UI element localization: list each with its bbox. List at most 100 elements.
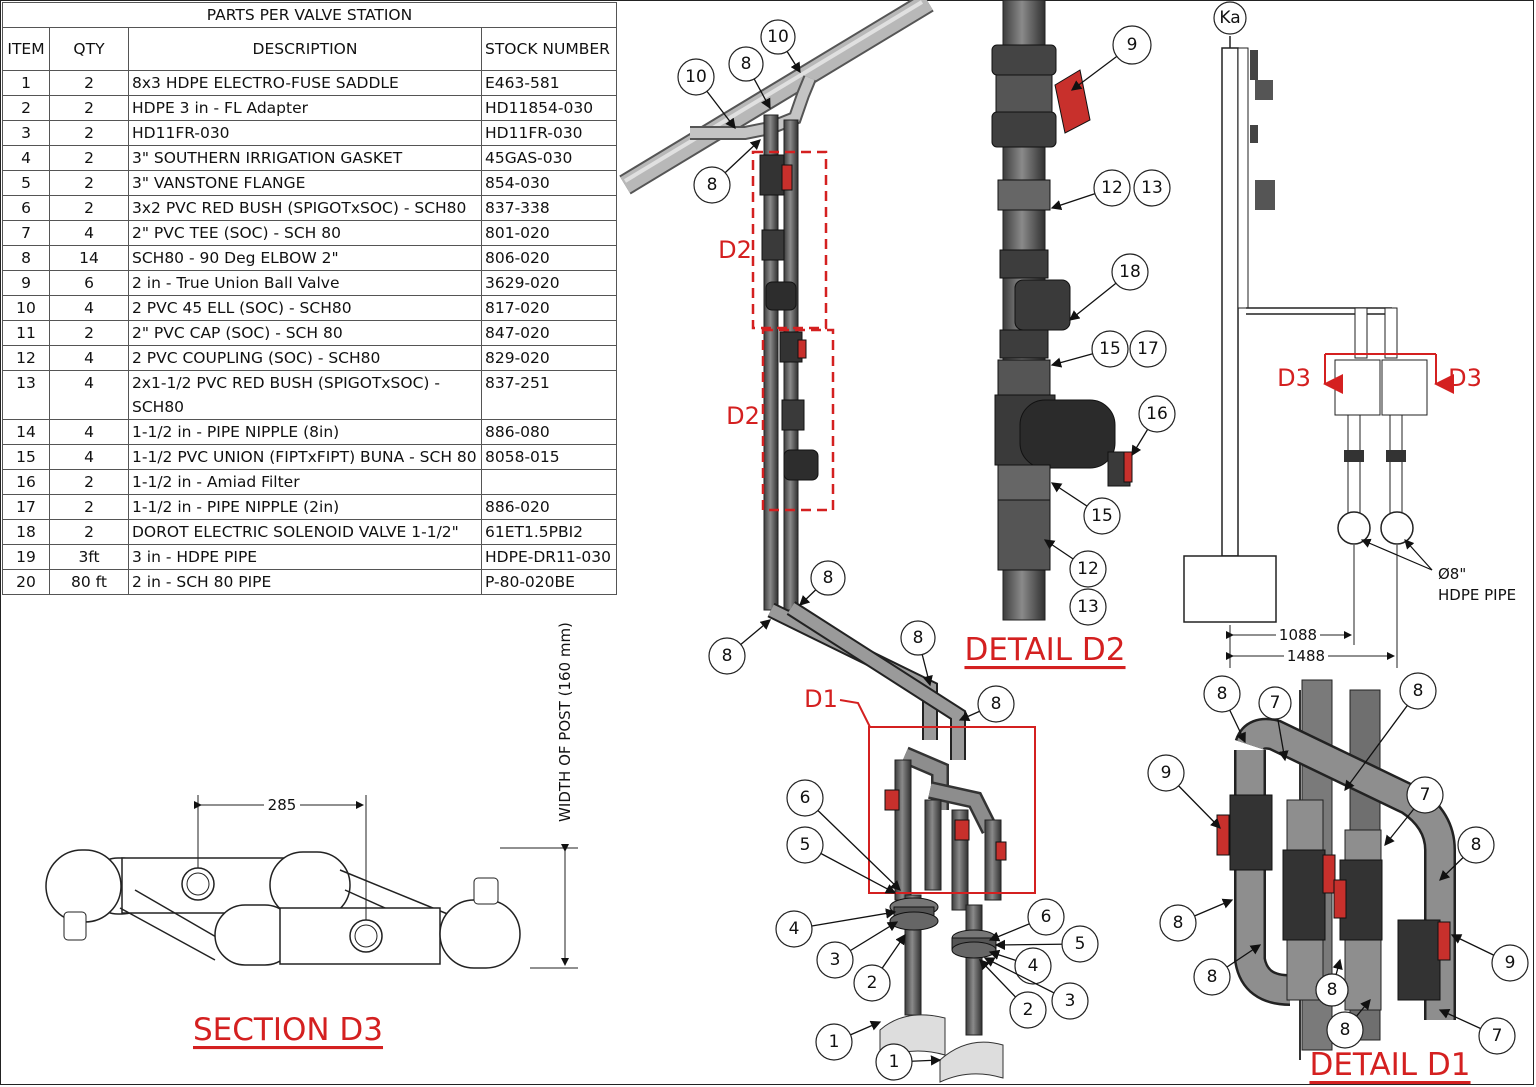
- cell-item: 9: [2, 270, 50, 296]
- detail-d1-view: DETAIL D1 8789788987878: [1147, 672, 1529, 1083]
- cell-qty: 4: [49, 295, 129, 321]
- cell-description: HDPE 3 in - FL Adapter: [128, 95, 482, 121]
- balloon-callout: 15: [1050, 330, 1129, 368]
- balloon-number: 7: [1492, 1026, 1503, 1046]
- balloon-callout: 3: [983, 957, 1089, 1020]
- balloon-callout: 4: [775, 908, 897, 948]
- balloon-number: 16: [1146, 404, 1168, 424]
- balloon-circle: [1159, 904, 1197, 942]
- d3-label-left: D3: [1277, 364, 1311, 392]
- cell-stock-number: 3629-020: [481, 270, 617, 296]
- balloon-circle: [1457, 826, 1495, 864]
- balloon-callout: 2: [979, 959, 1047, 1029]
- balloon-callout: 17: [1129, 330, 1167, 368]
- cell-qty: 2: [49, 170, 129, 196]
- balloon-number: 12: [1101, 178, 1123, 198]
- parts-table: PARTS PER VALVE STATION ITEM QTY DESCRIP…: [2, 2, 617, 595]
- cell-stock-number: 886-020: [481, 494, 617, 520]
- balloon-circle: [1083, 497, 1121, 535]
- balloon-callout: 7: [1258, 686, 1292, 762]
- balloon-number: 18: [1119, 262, 1141, 282]
- pipe-type-label: HDPE PIPE: [1438, 586, 1516, 604]
- balloon-circle: [728, 46, 764, 82]
- balloon-callout: 13: [1133, 169, 1171, 207]
- cell-qty: 2: [49, 95, 129, 121]
- balloon-circle: [693, 166, 731, 204]
- balloon-callout: 10: [760, 19, 801, 74]
- balloon-number: 8: [1413, 681, 1424, 701]
- balloon-number: 1: [889, 1052, 900, 1072]
- balloon-callout: 8: [799, 560, 846, 606]
- dim-1488: 1488: [1287, 647, 1325, 665]
- cell-stock-number: 886-080: [481, 419, 617, 445]
- balloon-leader: [804, 797, 901, 891]
- balloon-circle: [677, 58, 715, 96]
- balloon-callout: 8: [1203, 675, 1246, 744]
- balloon-circle: [708, 637, 746, 675]
- valve-stack-upper: [759, 154, 797, 311]
- balloon-circle: [1069, 588, 1107, 626]
- balloon-circle: [875, 1043, 913, 1081]
- d1-callout-box: [868, 726, 1036, 894]
- cell-qty: 2: [49, 494, 129, 520]
- cell-description: 3 in - HDPE PIPE: [128, 544, 482, 570]
- ka-label: Ka: [1219, 8, 1240, 28]
- d2-solenoid-valve: [1014, 279, 1071, 331]
- balloon-circle: [900, 620, 936, 656]
- balloon-number: 13: [1141, 178, 1163, 198]
- balloon-callout: 10: [677, 58, 736, 130]
- balloon-number: 10: [685, 67, 707, 87]
- balloon-number: 8: [741, 54, 752, 74]
- balloon-number: 12: [1077, 559, 1099, 579]
- balloon-circle: [1069, 550, 1107, 588]
- cell-qty: 2: [49, 70, 129, 96]
- balloon-callout: 18: [1068, 253, 1149, 321]
- branch-pipework: [690, 75, 966, 760]
- balloon-callout: 12: [1043, 539, 1107, 588]
- detail-d1-balloons: 8789788987878: [1147, 672, 1529, 1055]
- balloon-number: 8: [1207, 967, 1218, 987]
- balloon-number: 4: [1028, 956, 1039, 976]
- balloon-number: 17: [1137, 339, 1159, 359]
- balloon-circle: [1315, 973, 1349, 1007]
- d2-ball-valve: [991, 44, 1091, 148]
- balloon-number: 2: [1023, 1000, 1034, 1020]
- balloon-circle: [815, 1023, 853, 1061]
- balloon-number: 3: [830, 950, 841, 970]
- balloon-callout: 15: [1050, 482, 1121, 535]
- cell-description: 1-1/2 in - Amiad Filter: [128, 469, 482, 495]
- balloon-number: 5: [1075, 934, 1086, 954]
- balloon-number: 8: [707, 175, 718, 195]
- balloon-callout: 16: [1131, 395, 1176, 457]
- lower-risers: [879, 894, 1004, 1083]
- balloon-number: 15: [1099, 339, 1121, 359]
- balloon-number: 2: [867, 973, 878, 993]
- balloon-callout: 6: [988, 898, 1065, 942]
- post-base: [1183, 555, 1277, 623]
- balloon-callout: 13: [1069, 588, 1107, 626]
- cell-stock-number: [481, 469, 617, 495]
- cell-item: 8: [2, 245, 50, 271]
- cell-stock-number: 8058-015: [481, 444, 617, 470]
- cell-stock-number: 45GAS-030: [481, 145, 617, 171]
- detail-d2-balloons: 9 12 13 18 15 17 16 15 12 13: [1043, 25, 1176, 626]
- balloon-number: 8: [823, 568, 834, 588]
- cell-qty: 4: [49, 419, 129, 445]
- cell-description: 1-1/2 PVC UNION (FIPTxFIPT) BUNA - SCH 8…: [128, 444, 482, 470]
- balloon-callout: 9: [1147, 754, 1221, 829]
- balloon-circle: [1478, 1017, 1516, 1055]
- balloon-callout: 8: [1159, 898, 1234, 942]
- balloon-callout: 8: [693, 139, 761, 204]
- balloon-circle: [1091, 330, 1129, 368]
- balloon-number: 13: [1077, 597, 1099, 617]
- balloon-number: 9: [1127, 35, 1138, 55]
- balloon-circle: [1326, 1011, 1364, 1049]
- d2-callout-box-lower: [761, 328, 835, 512]
- ka-balloon: [1213, 1, 1247, 35]
